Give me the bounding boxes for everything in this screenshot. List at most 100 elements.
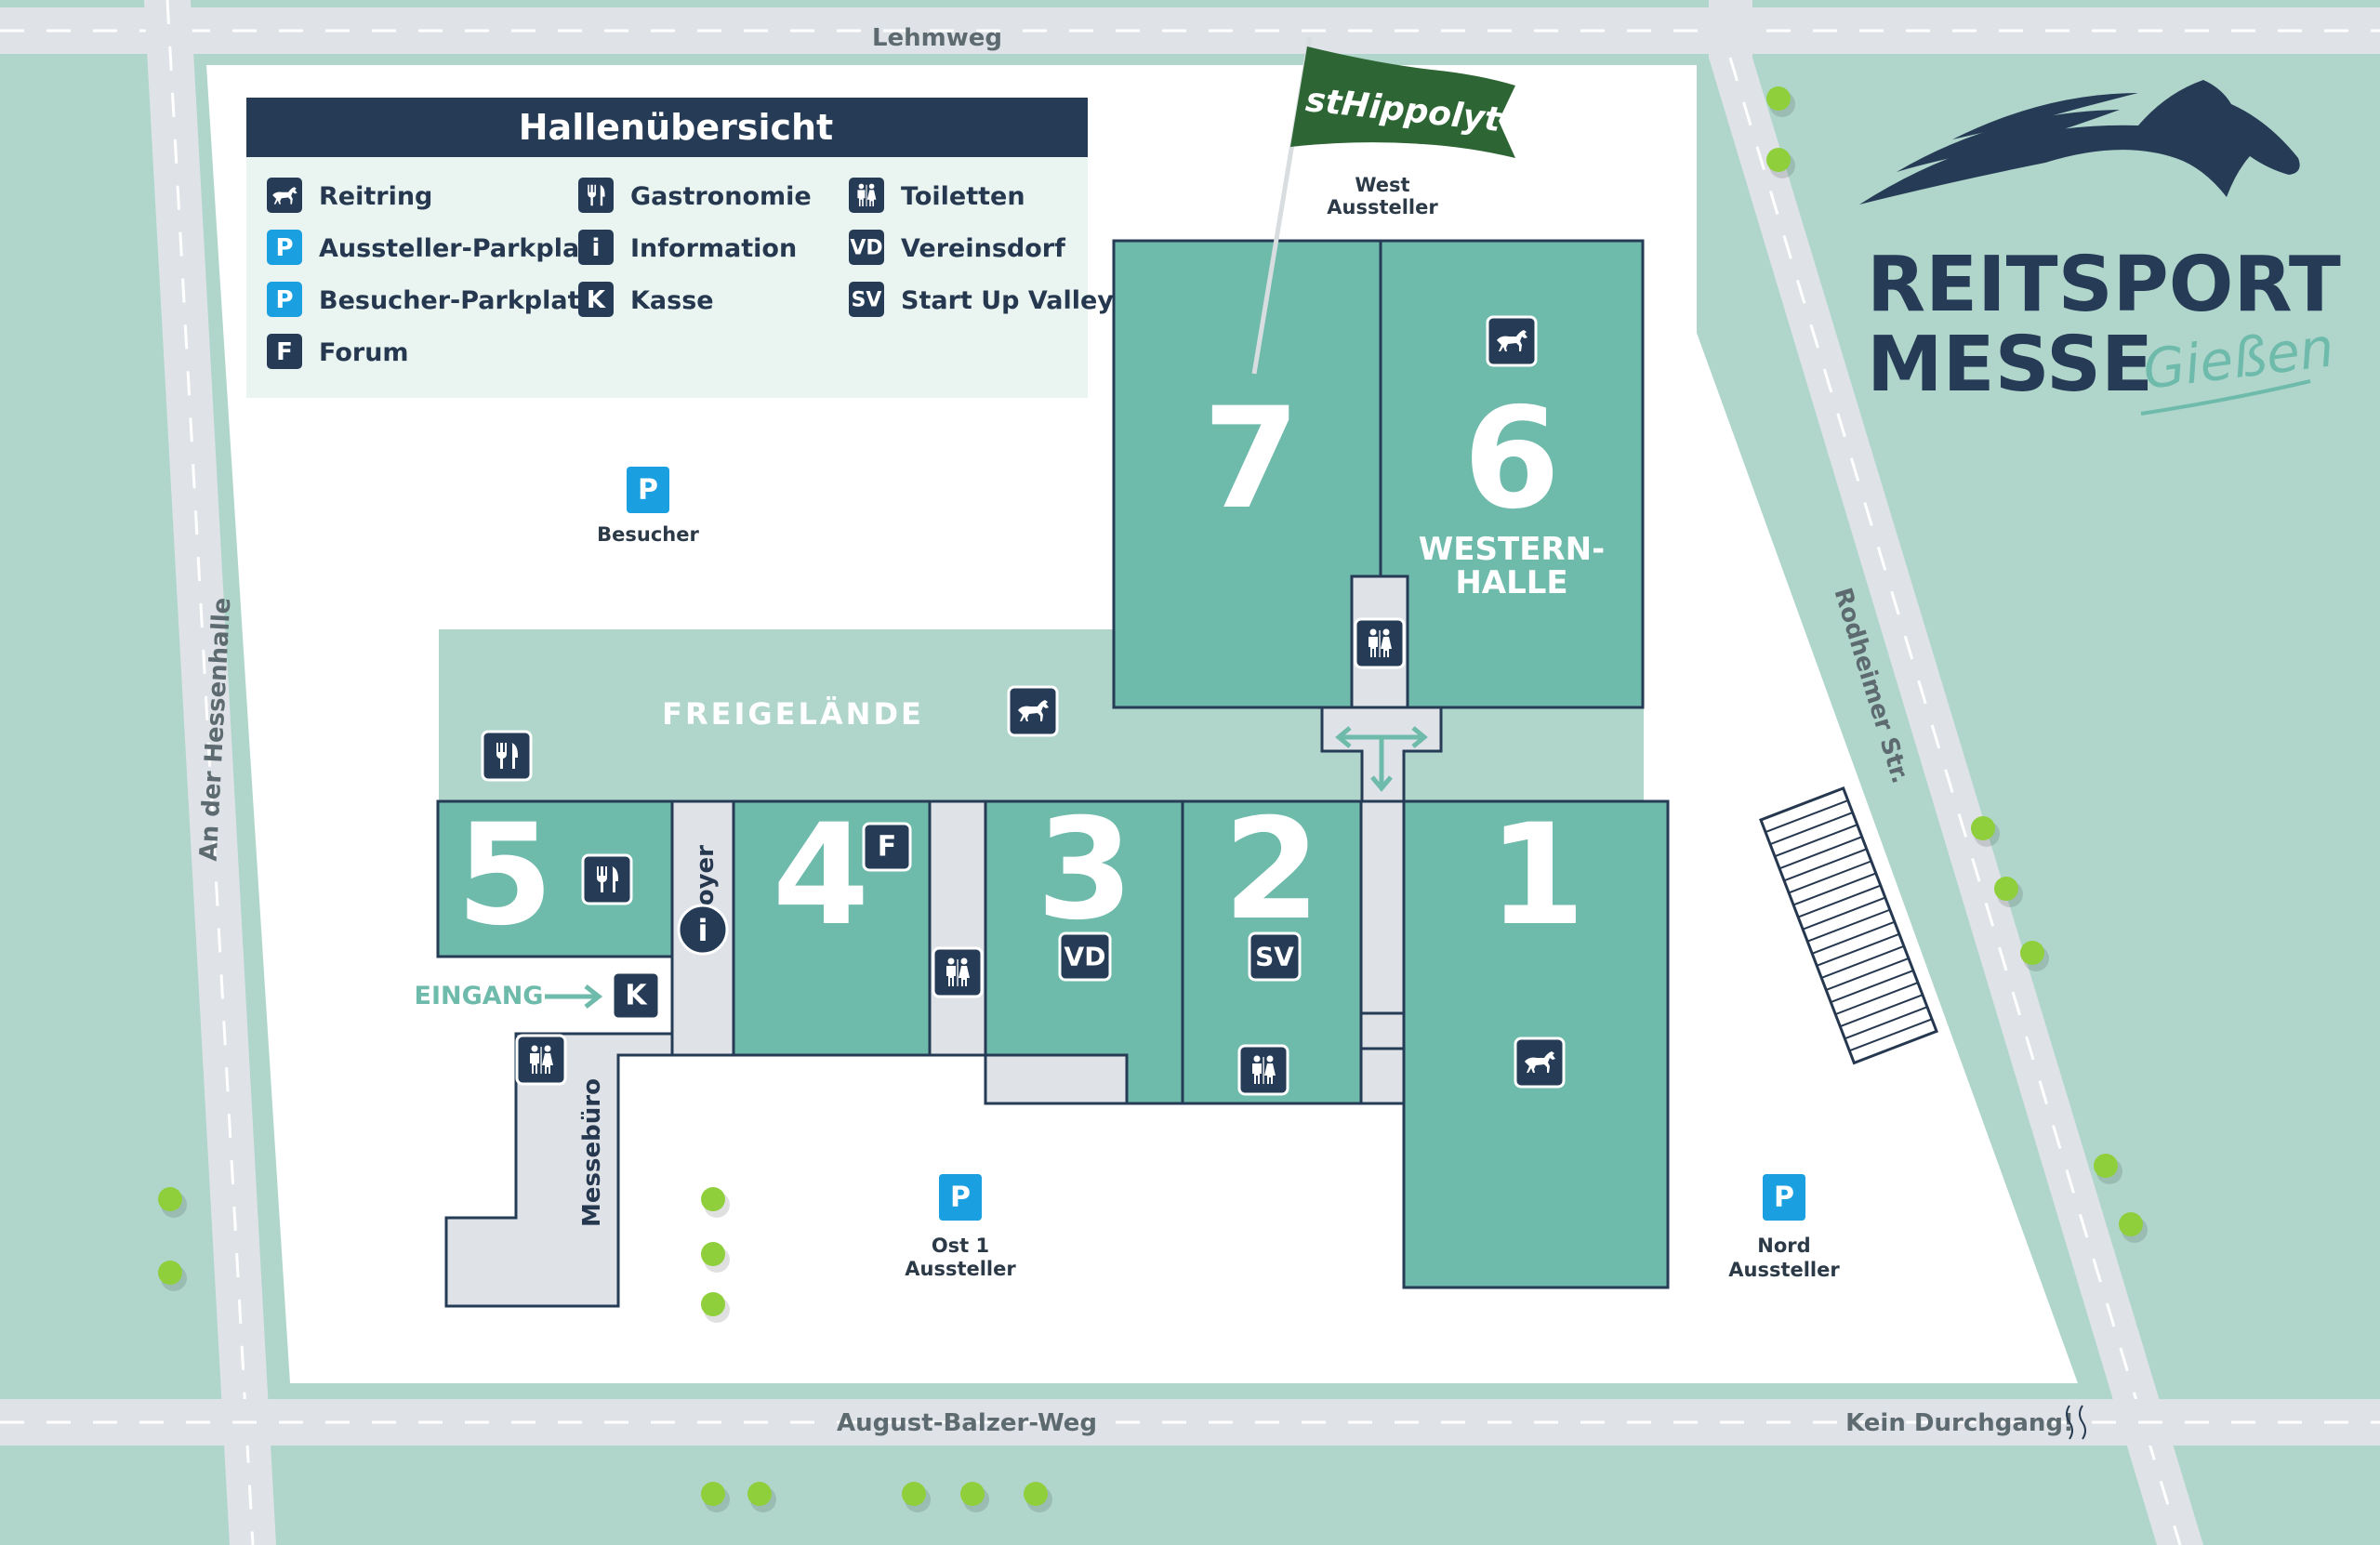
road-label-kein-durchgang: Kein Durchgang! <box>1845 1409 2074 1437</box>
forum-icon[interactable]: F <box>862 822 912 872</box>
tree-icon <box>902 1482 931 1512</box>
parking-icon: P <box>267 282 302 317</box>
parking-ost-icon[interactable]: P <box>939 1174 982 1221</box>
road-label-lehmweg: Lehmweg <box>872 24 1002 52</box>
svg-text:K: K <box>625 980 648 1012</box>
entrance-arrow-icon <box>545 984 603 1009</box>
svg-text:P: P <box>638 474 658 507</box>
svg-text:P: P <box>1774 1182 1794 1214</box>
legend-label: Besucher-Parkplatz <box>319 286 594 315</box>
tree-icon <box>701 1292 730 1323</box>
svg-text:SV: SV <box>1255 942 1294 972</box>
legend-item: Toiletten <box>849 178 1025 213</box>
legend-item: Reitring <box>267 178 432 213</box>
parking-icon: P <box>267 230 302 265</box>
parking-ost-label-1: Ost 1 <box>932 1235 989 1257</box>
reitring-icon-hall-1[interactable] <box>1514 1037 1566 1089</box>
legend-item: i Information <box>578 230 797 265</box>
hall-3-number: 3 <box>1037 789 1133 951</box>
legend-item: F Forum <box>267 334 409 369</box>
tree-icon <box>2094 1154 2122 1184</box>
tree-icon <box>1766 86 1795 117</box>
hall-6-number: 6 <box>1463 378 1560 540</box>
annex-hall-3 <box>984 1053 1129 1105</box>
tree-icon <box>960 1482 989 1512</box>
messebuero[interactable] <box>444 1032 674 1308</box>
cutlery-icon-freigelaende[interactable] <box>481 730 533 782</box>
svg-text:VD: VD <box>850 237 882 260</box>
toilet-icon-hall-6-7[interactable] <box>1354 617 1406 669</box>
svg-text:i: i <box>592 234 601 262</box>
parking-nord-label-1: Nord <box>1757 1235 1810 1257</box>
parking-structure <box>1759 786 1938 1065</box>
tree-icon <box>158 1261 187 1291</box>
cutlery-icon <box>578 178 614 213</box>
tree-icon <box>701 1482 730 1512</box>
tree-icon <box>1971 816 2000 847</box>
hall-7-number: 7 <box>1203 378 1300 540</box>
toilet-icon-hall-2[interactable] <box>1237 1044 1289 1096</box>
barrier-icon <box>2066 1405 2086 1440</box>
brand-line-2: MESSE <box>1867 321 2153 409</box>
parking-nord-label-2: Aussteller <box>1728 1259 1840 1281</box>
freigelaende-label: Freigelände <box>662 696 924 732</box>
tree-icon <box>1994 877 2023 907</box>
tree-icon <box>701 1242 730 1273</box>
legend-label: Start Up Valley <box>901 286 1114 315</box>
legend-item: P Aussteller-Parkplatz <box>267 230 606 265</box>
svg-text:i: i <box>698 913 708 948</box>
info-icon: i <box>578 230 614 265</box>
vereinsdorf-icon[interactable]: VD <box>1058 931 1112 982</box>
tree-icon <box>2119 1212 2148 1243</box>
legend-label: Vereinsdorf <box>901 234 1065 263</box>
tree-icon <box>701 1187 730 1218</box>
hall-6[interactable] <box>1379 239 1645 709</box>
legend-label: Aussteller-Parkplatz <box>319 234 606 263</box>
legend-label: Information <box>630 234 797 263</box>
hall-2-number: 2 <box>1223 789 1320 951</box>
road-august-balzer-weg <box>0 1399 2380 1446</box>
road-lehmweg <box>0 7 2380 54</box>
legend-item: Gastronomie <box>578 178 812 213</box>
entrance-label: EINGANG <box>415 982 544 1010</box>
svg-text:F: F <box>276 338 293 366</box>
legend-item: P Besucher-Parkplatz <box>267 282 594 317</box>
corridor-4-3 <box>928 799 987 1057</box>
svg-text:F: F <box>878 831 897 864</box>
road-an-der-hessenhalle <box>144 0 276 1545</box>
svg-text:VD: VD <box>1064 942 1106 972</box>
toilet-icon <box>849 178 884 213</box>
legend-label: Gastronomie <box>630 182 812 211</box>
legend-label: Forum <box>319 338 409 367</box>
reitring-icon-hall-6[interactable] <box>1486 315 1538 367</box>
hall-7[interactable] <box>1112 239 1382 709</box>
tree-icon <box>158 1187 187 1218</box>
parking-nord-icon[interactable]: P <box>1763 1174 1805 1221</box>
messebuero-label: Messebüro <box>578 1078 606 1227</box>
road-label-august-balzer-weg: August-Balzer-Weg <box>837 1409 1097 1437</box>
cutlery-icon-hall-5[interactable] <box>581 853 633 905</box>
toilet-icon-corridor[interactable] <box>932 946 984 998</box>
parking-ost-label-2: Aussteller <box>905 1258 1016 1280</box>
startup-valley-icon[interactable]: SV <box>1248 931 1302 982</box>
tree-icon <box>747 1482 776 1512</box>
legend-label: Toiletten <box>901 182 1025 211</box>
reitsport-messe-logo: REITSPORT MESSE Gießen <box>1859 80 2341 416</box>
hall-1-number: 1 <box>1488 795 1585 957</box>
toilet-icon-messebuero[interactable] <box>515 1034 567 1086</box>
tree-icon <box>1766 148 1795 178</box>
vereinsdorf-icon: VD <box>849 230 884 265</box>
kasse-icon: K <box>578 282 614 317</box>
brand-line-1: REITSPORT <box>1867 241 2341 329</box>
reitring-icon-freigelaende[interactable] <box>1007 685 1059 737</box>
kasse-icon[interactable]: K <box>611 971 661 1021</box>
direction-arrows <box>1335 726 1428 792</box>
info-icon[interactable]: i <box>677 904 729 956</box>
legend-label: Kasse <box>630 286 714 315</box>
parking-besucher-icon[interactable]: P <box>627 467 669 513</box>
road-rodheimer-str <box>1709 58 2203 1545</box>
forum-icon: F <box>267 334 302 369</box>
horse-head-logo-icon <box>1859 80 2300 205</box>
horse-icon <box>267 178 302 213</box>
